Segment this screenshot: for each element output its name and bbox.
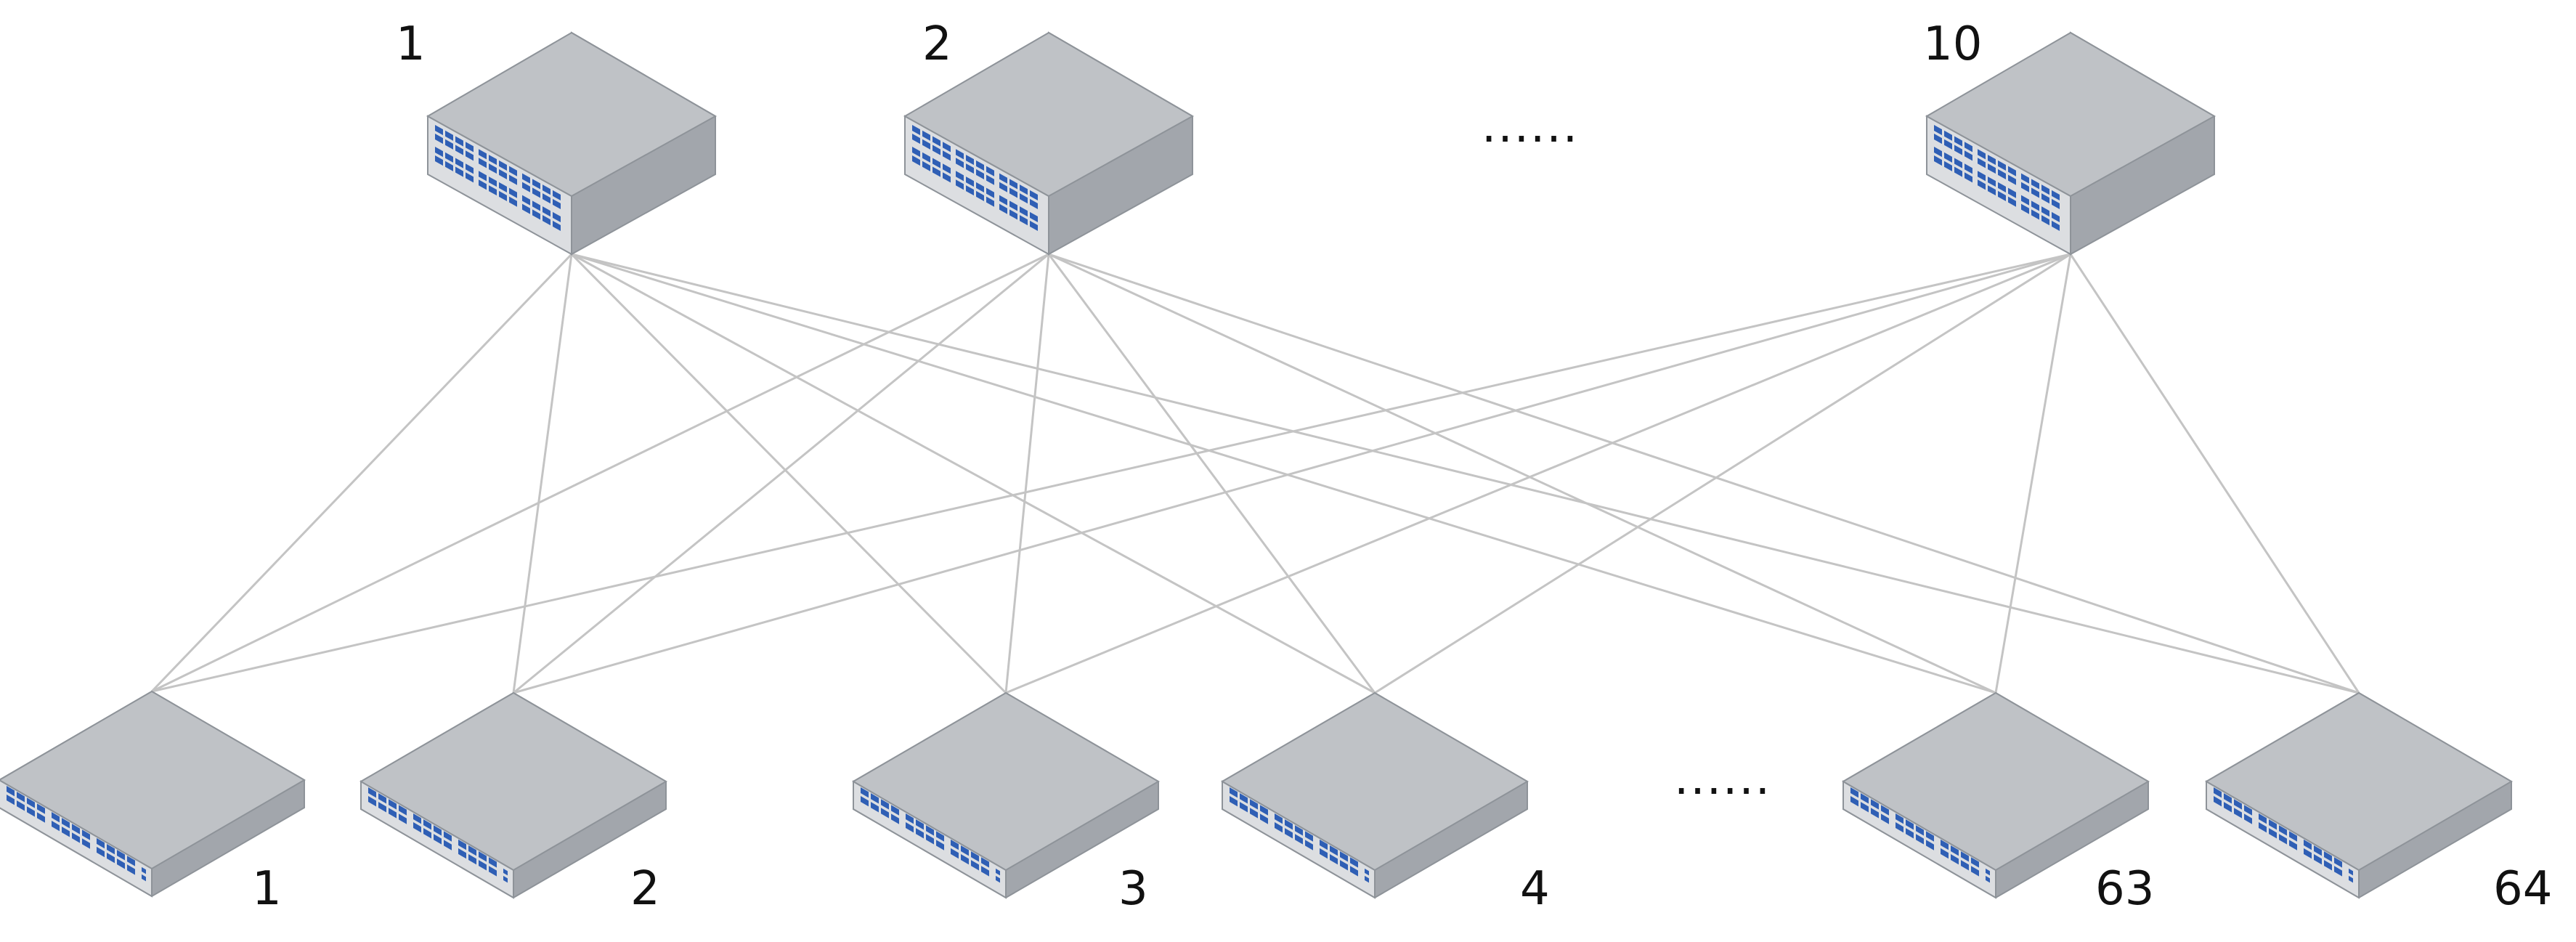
leaf-label: 64 <box>2493 862 2552 916</box>
link <box>513 253 1049 694</box>
leaf-label: 1 <box>252 862 282 916</box>
leaf-label: 2 <box>630 862 660 916</box>
link <box>1374 253 2071 694</box>
link <box>1004 253 1050 694</box>
link <box>1048 253 1996 694</box>
spine-layer: 1 2 10 ...... <box>396 17 2215 255</box>
network-switch-icon <box>1222 692 1528 898</box>
link <box>512 253 573 694</box>
link <box>1047 253 1376 694</box>
network-switch-icon <box>853 692 1159 898</box>
link <box>571 253 2360 694</box>
spine-ellipsis: ...... <box>1482 100 1579 153</box>
link <box>571 253 1996 694</box>
link <box>571 253 1376 694</box>
links <box>150 253 2360 694</box>
network-switch-icon <box>427 32 716 255</box>
link <box>570 253 1007 694</box>
link <box>150 253 573 693</box>
leaf-label: 63 <box>2095 862 2154 916</box>
network-switch-icon <box>2206 692 2512 898</box>
spine-label: 2 <box>922 17 952 71</box>
link <box>513 253 2071 694</box>
link <box>2069 253 2360 694</box>
link <box>1048 253 2360 694</box>
link <box>1005 253 2071 694</box>
leaf-label: 3 <box>1118 862 1148 916</box>
link <box>1994 253 2072 694</box>
leaf-label: 4 <box>1520 862 1550 916</box>
link <box>151 253 1049 693</box>
network-switch-icon <box>360 692 667 898</box>
leaf-layer: 1 2 3 4 63 64 ...... <box>0 691 2552 916</box>
spine-label: 1 <box>396 17 426 71</box>
link <box>151 253 2071 693</box>
spine-label: 10 <box>1923 17 1982 71</box>
leaf-ellipsis: ...... <box>1674 752 1771 805</box>
